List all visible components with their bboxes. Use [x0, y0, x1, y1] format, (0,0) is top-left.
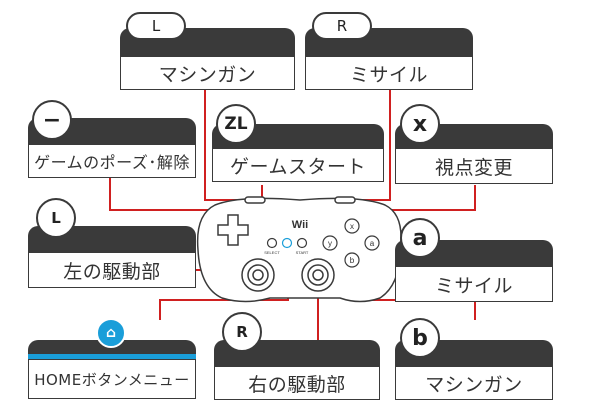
home-label: HOMEボタンメニュー: [28, 359, 196, 399]
x-button-icon: [344, 218, 360, 234]
plus-button-icon: [296, 237, 308, 249]
zl-tag: ZL: [216, 104, 256, 144]
select-text: SELECT: [264, 250, 280, 255]
a-button-text: a: [370, 239, 375, 248]
home-button-icon: [281, 237, 293, 249]
a-button-icon: [364, 235, 380, 251]
x-label: 視点変更: [395, 148, 553, 184]
b-button-icon: [344, 252, 360, 268]
minus-tag: −: [32, 100, 72, 140]
zl-label: ゲームスタート: [212, 148, 384, 182]
lstick-tag: L: [36, 198, 76, 238]
a-label: ミサイル: [395, 266, 553, 302]
rstick-tag: R: [222, 312, 262, 352]
minus-label: ゲームのポーズ･解除: [28, 144, 196, 178]
dpad-icon: [217, 214, 249, 246]
y-button-icon: [322, 235, 338, 251]
l-tag: L: [126, 12, 186, 40]
b-button-text: b: [350, 256, 355, 265]
minus-button-icon: [266, 237, 278, 249]
r-tag: R: [312, 12, 372, 40]
home-accent-bar: [28, 354, 196, 359]
wii-logo: Wii: [292, 219, 308, 231]
y-button-text: y: [328, 239, 332, 248]
l-label: マシンガン: [120, 56, 295, 90]
start-text: START: [296, 250, 309, 255]
x-button-text: x: [350, 222, 354, 231]
a-tag: a: [400, 218, 440, 258]
home-icon: ⌂: [96, 318, 126, 348]
rstick-label: 右の駆動部: [214, 366, 380, 400]
x-tag: x: [400, 104, 440, 144]
lstick-label: 左の駆動部: [28, 252, 196, 288]
r-label: ミサイル: [305, 56, 473, 90]
b-tag: b: [400, 318, 440, 358]
b-label: マシンガン: [395, 366, 553, 400]
